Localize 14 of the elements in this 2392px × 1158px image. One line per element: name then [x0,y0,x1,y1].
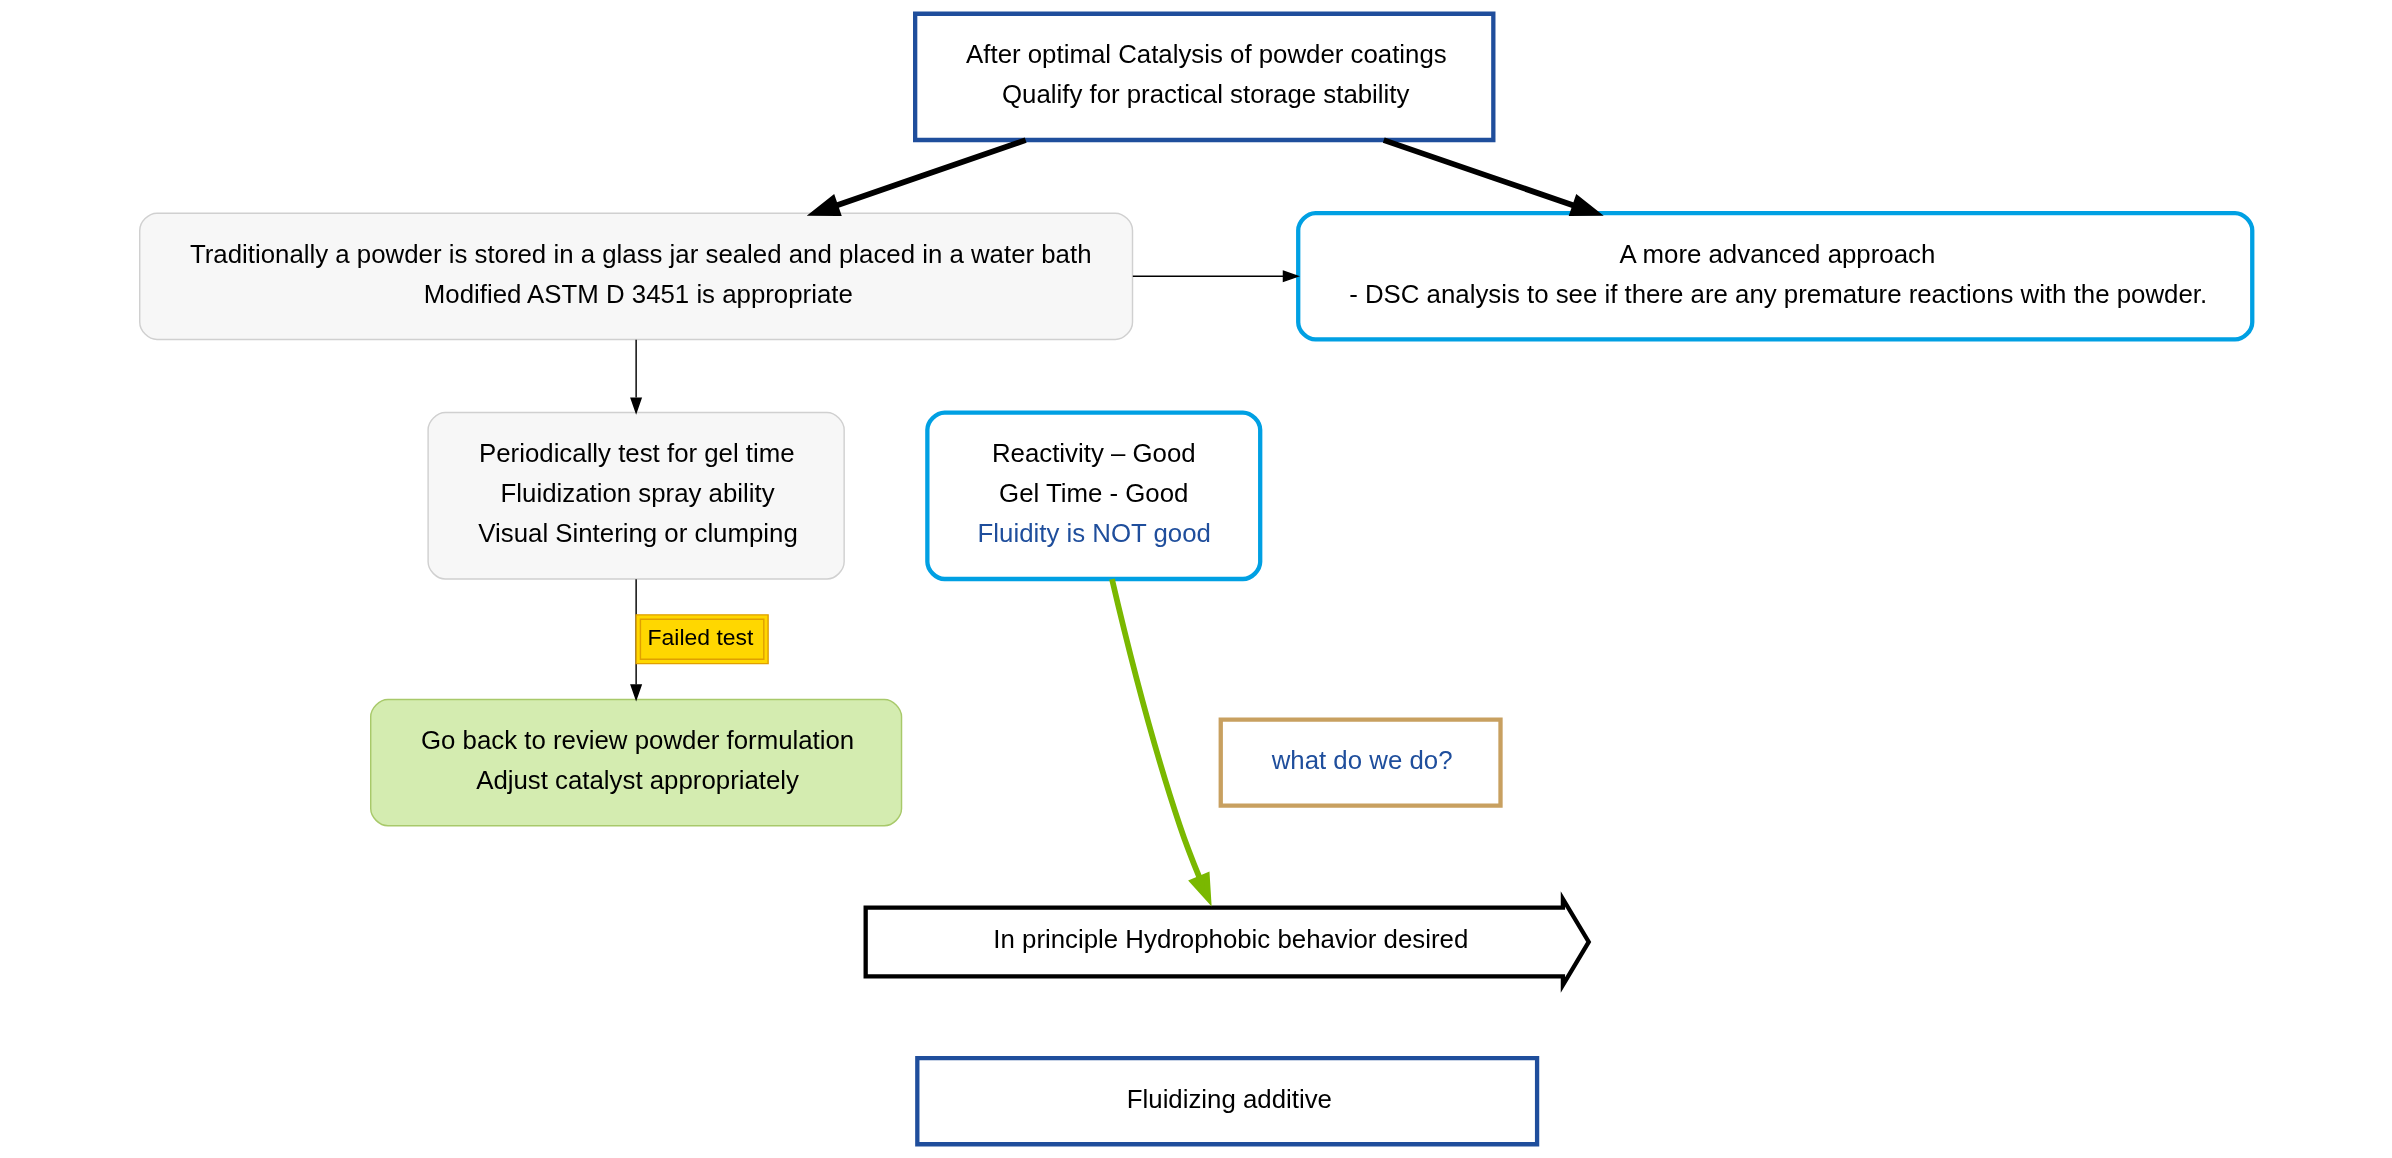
arrow [1382,137,1604,216]
edge-label: Failed test [647,623,754,650]
arrow [630,339,643,415]
node-box: Traditionally a powder is stored in a glass jar sealed and placed in a water bath Modified ASTM D 3451 is appropriate [139,212,1134,341]
node-box: what do we do? [1218,717,1503,808]
arrow [806,137,1027,216]
node-box: A more advanced approach - DSC analysis to see if there are any premature reactions with the powder. [1296,211,2255,342]
arrow [1132,270,1300,283]
arrow [1109,578,1212,907]
node-box: After optimal Catalysis of powder coatings Qualify for practical storage stability [913,11,1496,143]
node-box: Fluidizing additive [915,1056,1540,1147]
node-box: Go back to review powder formulation Adjust catalyst appropriately [370,698,903,827]
node-box: Reactivity – Good Gel Time - Good Fluidity is NOT good [925,410,1263,582]
node-box: Periodically test for gel time Fluidization spray ability Visual Sintering or clumping [427,411,845,580]
